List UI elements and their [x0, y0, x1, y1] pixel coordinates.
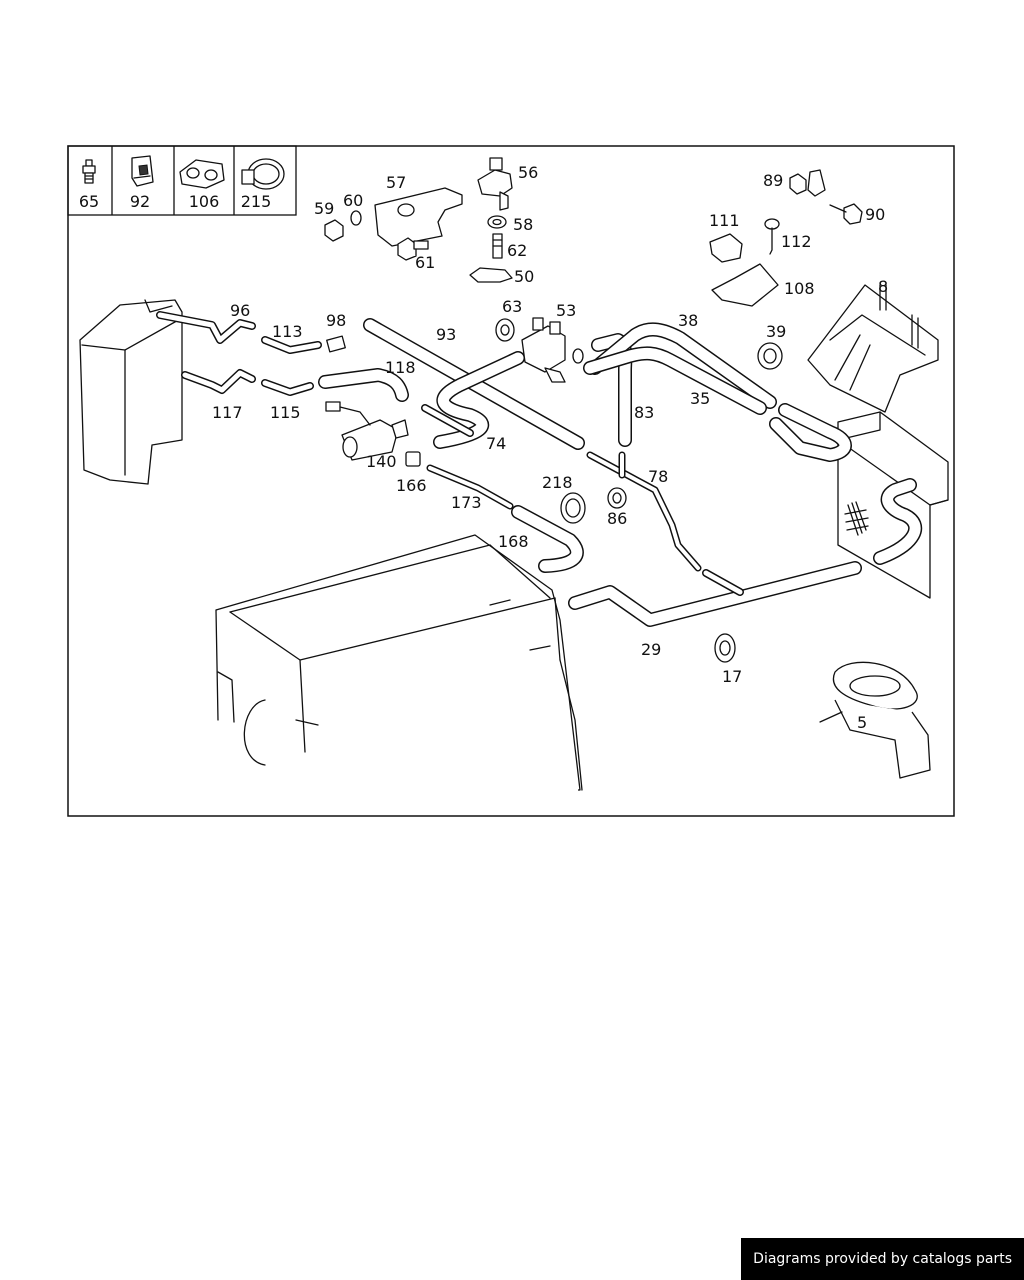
connector [405, 451, 421, 467]
valve [477, 157, 513, 211]
legend-label: 106 [189, 192, 220, 211]
bolt [397, 237, 429, 261]
callout-111: 111 [709, 211, 740, 230]
callout-90: 90 [865, 205, 885, 224]
connector [326, 335, 346, 353]
shroud [807, 284, 939, 413]
callout-57: 57 [386, 173, 406, 192]
clip [709, 233, 743, 263]
callout-108: 108 [784, 279, 815, 298]
bracket [711, 263, 779, 307]
callout-98: 98 [326, 311, 346, 330]
callout-74: 74 [486, 434, 506, 453]
callout-53: 53 [556, 301, 576, 320]
nut [324, 219, 344, 242]
callout-50: 50 [514, 267, 534, 286]
grommet [714, 633, 736, 663]
cap [757, 342, 783, 370]
callout-8: 8 [878, 277, 888, 296]
callout-140: 140 [366, 452, 397, 471]
valve-assembly [521, 317, 584, 383]
callout-17: 17 [722, 667, 742, 686]
legend-box: 65 92 106 215 [67, 145, 297, 216]
callout-168: 168 [498, 532, 529, 551]
callout-118: 118 [385, 358, 416, 377]
engine-block [215, 534, 583, 791]
callout-60: 60 [343, 191, 363, 210]
legend-label: 215 [241, 192, 272, 211]
grease-nipple-icon [82, 159, 96, 184]
callout-83: 83 [634, 403, 654, 422]
callout-113: 113 [272, 322, 303, 341]
grommet [560, 492, 586, 524]
callout-166: 166 [396, 476, 427, 495]
washer [350, 210, 362, 226]
clip [469, 267, 513, 283]
callout-58: 58 [513, 215, 533, 234]
bolt [829, 203, 863, 225]
nut [789, 173, 807, 195]
callout-96: 96 [230, 301, 250, 320]
callout-39: 39 [766, 322, 786, 341]
callout-62: 62 [507, 241, 527, 260]
clip [807, 169, 826, 197]
credit-banner: Diagrams provided by catalogs parts [741, 1238, 1024, 1280]
callout-56: 56 [518, 163, 538, 182]
callout-218: 218 [542, 473, 573, 492]
clip-icon [131, 155, 154, 187]
air-duct [819, 661, 931, 779]
hoses [156, 311, 923, 627]
screw [764, 218, 780, 255]
fitting [492, 233, 503, 259]
credit-text: Diagrams provided by catalogs parts [753, 1251, 1012, 1267]
legend-label: 92 [130, 192, 150, 211]
callout-35: 35 [690, 389, 710, 408]
pump-motor [325, 401, 409, 461]
callout-93: 93 [436, 325, 456, 344]
callout-63: 63 [502, 297, 522, 316]
diagram-frame [67, 145, 955, 817]
callout-173: 173 [451, 493, 482, 512]
callout-86: 86 [607, 509, 627, 528]
hose-clamp-icon [241, 158, 285, 190]
callout-29: 29 [641, 640, 661, 659]
callout-38: 38 [678, 311, 698, 330]
legend-label: 65 [79, 192, 99, 211]
callout-112: 112 [781, 232, 812, 251]
callout-59: 59 [314, 199, 334, 218]
double-clamp-icon [179, 159, 225, 189]
callout-78: 78 [648, 467, 668, 486]
callout-117: 117 [212, 403, 243, 422]
callout-labels: 57 56 59 60 58 62 61 50 63 53 96 113 98 … [212, 163, 888, 732]
bracket [374, 187, 463, 247]
callout-89: 89 [763, 171, 783, 190]
callout-61: 61 [415, 253, 435, 272]
left-housing [79, 299, 183, 485]
callout-5: 5 [857, 713, 867, 732]
callout-115: 115 [270, 403, 301, 422]
